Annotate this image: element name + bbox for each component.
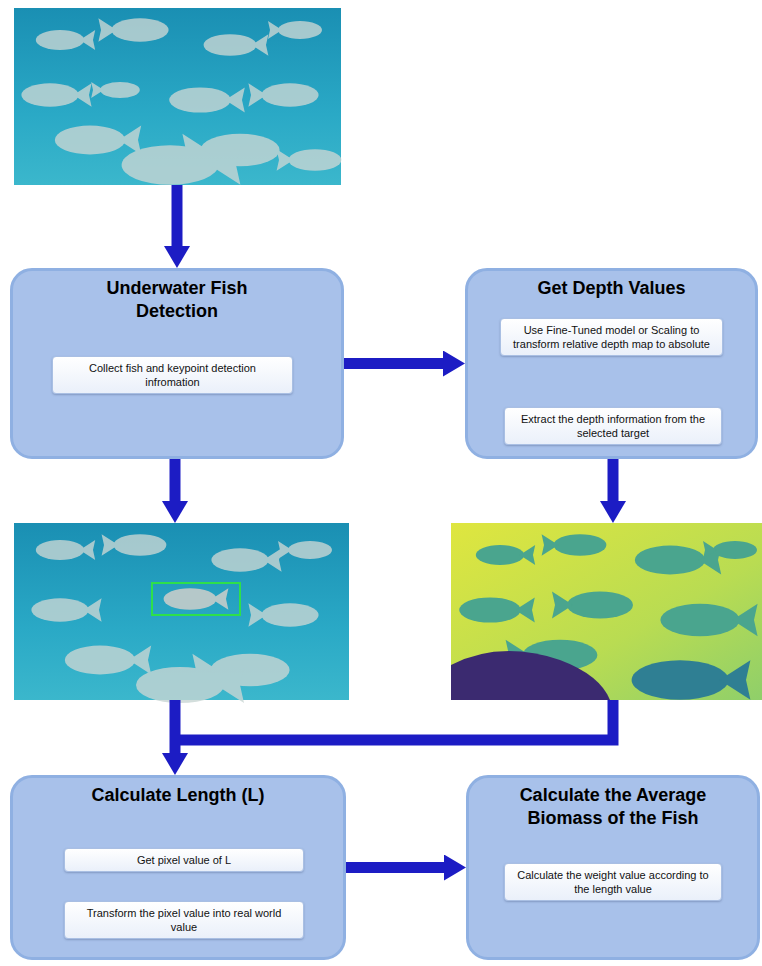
- step-text: Extract the depth information from the s…: [513, 412, 713, 440]
- step-box: Get pixel value of L: [64, 848, 304, 872]
- step-text: Collect fish and keypoint detection infr…: [61, 361, 284, 389]
- fish-depth: [459, 534, 757, 670]
- flow-arrow: [608, 459, 619, 501]
- flow-arrow: [172, 185, 183, 246]
- step-text: Use Fine-Tuned model or Scaling to trans…: [509, 323, 714, 351]
- step-text: Transform the pixel value into real worl…: [73, 906, 295, 934]
- step-box: Transform the pixel value into real worl…: [64, 901, 304, 939]
- photo-ground: [14, 8, 341, 185]
- step-text: Get pixel value of L: [73, 853, 295, 867]
- process-box: Get Depth ValuesUse Fine-Tuned model or …: [465, 268, 758, 459]
- step-box: Calculate the weight value according to …: [504, 863, 722, 901]
- step-box: Extract the depth information from the s…: [504, 407, 722, 445]
- process-box: Calculate the Average Biomass of the Fis…: [466, 775, 760, 960]
- depth-map: [451, 523, 762, 700]
- near-fish-depth: [632, 660, 751, 700]
- fish-school: [21, 18, 341, 185]
- box-title: Calculate Length (L): [28, 784, 328, 807]
- process-box: Calculate Length (L) Get pixel value of L…: [10, 775, 346, 960]
- merge-line: [175, 700, 613, 740]
- detected-fish: [164, 588, 229, 610]
- flow-arrow: [346, 862, 444, 873]
- box-title: Get Depth Values: [482, 277, 742, 300]
- fish-school: [31, 534, 332, 703]
- flow-arrow: [344, 358, 443, 369]
- flow-arrow: [170, 459, 181, 501]
- depth-ground: [451, 523, 762, 700]
- fish-photo: [14, 8, 341, 185]
- flow-arrow: [170, 700, 181, 753]
- bounding-box: [152, 583, 240, 615]
- box-title: Underwater Fish Detection: [77, 277, 277, 323]
- step-text: Calculate the weight value according to …: [513, 868, 713, 896]
- nearest-fish-depth: [451, 651, 610, 700]
- step-box: Use Fine-Tuned model or Scaling to trans…: [500, 318, 723, 356]
- step-box: Collect fish and keypoint detection infr…: [52, 356, 293, 394]
- process-box: Underwater Fish DetectionCollect fish an…: [10, 268, 344, 459]
- detection-photo: [14, 523, 349, 703]
- box-title: Calculate the Average Biomass of the Fis…: [498, 784, 728, 830]
